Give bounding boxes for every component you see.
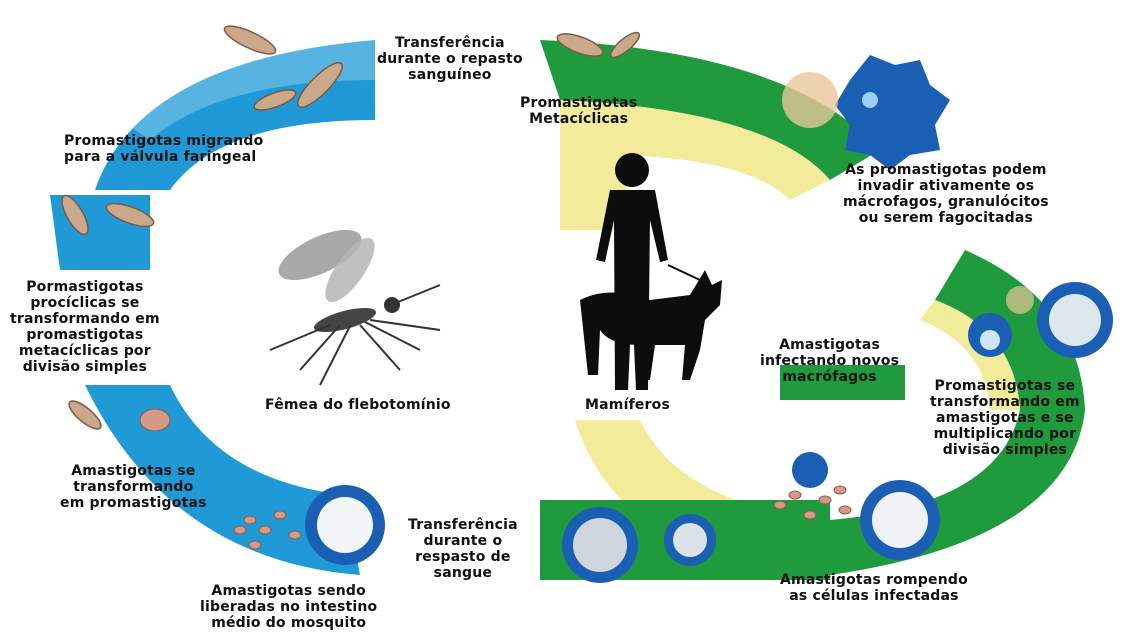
macrophage-icon [305,485,385,565]
label-transfer-during-blood-meal: Transferência durante o repasto sanguíne… [377,35,523,83]
label-procyclic-promastigotes: Pormastigotas procíclicas se transforman… [10,279,160,375]
label-amastigotes-infecting: Amastigotas infectando novos macrófagos [760,337,899,385]
mosquito-icon [270,220,440,385]
label-transfer-blood: Transferência durante o respasto de sang… [408,517,518,581]
label-amastigotes-rupturing: Amastigotas rompendo as células infectad… [780,572,968,604]
label-metacyclic-promastigotes: Promastigotas Metacíclicas [520,95,637,127]
label-female-sandfly: Fêmea do flebotomínio [265,397,451,413]
dog-silhouette-icon [580,265,722,380]
label-promastigotes-migrating: Promastigotas migrando para a válvula fa… [64,133,263,165]
label-promastigotes-transforming: Promastigotas se transformando em amasti… [930,378,1080,458]
label-promastigotes-invade: As promastigotas podem invadir ativament… [843,162,1049,226]
label-amastigotes-transforming: Amastigotas se transformando em promasti… [60,463,207,511]
label-amastigotes-released: Amastigotas sendo liberadas no intestino… [200,583,377,631]
label-mammals: Mamíferos [585,397,670,413]
